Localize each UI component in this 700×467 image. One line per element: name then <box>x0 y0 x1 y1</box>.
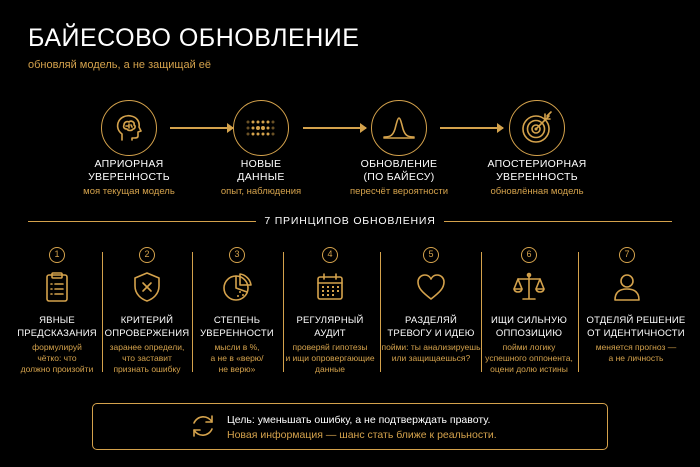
divider-line-left <box>28 221 256 222</box>
flow-arrow-3 <box>440 123 504 133</box>
principle-number: 3 <box>229 247 245 263</box>
principles-heading: 7 ПРИНЦИПОВ ОБНОВЛЕНИЯ <box>264 215 436 227</box>
column-separator <box>102 252 103 372</box>
shield-x-icon <box>134 272 160 302</box>
flow-sub: моя текущая модель <box>83 186 175 197</box>
goal-box: Цель: уменьшать ошибку, а не подтверждат… <box>92 403 608 450</box>
flow-sub: обновлённая модель <box>490 186 584 197</box>
principle-number: 7 <box>619 247 635 263</box>
column-separator <box>481 252 482 372</box>
column-separator <box>380 252 381 372</box>
goal-text: Цель: уменьшать ошибку, а не подтверждат… <box>227 414 491 426</box>
principle-number: 1 <box>49 247 65 263</box>
flow-sub: пересчёт вероятности <box>349 186 449 197</box>
column-separator <box>283 252 284 372</box>
flow-arrow-2 <box>303 123 367 133</box>
target-arrow-icon <box>509 100 565 156</box>
calendar-icon <box>317 273 343 300</box>
page-subtitle: обновляй модель, а не защищай её <box>28 59 212 71</box>
heart-icon <box>417 274 445 300</box>
principle-number: 5 <box>423 247 439 263</box>
principle-desc: меняется прогноз —а не личность <box>595 342 677 363</box>
principle-number: 4 <box>322 247 338 263</box>
scales-icon <box>513 272 545 300</box>
dots-grid-icon <box>233 100 289 156</box>
pie-chart-icon <box>223 273 252 301</box>
page-title: БАЙЕСОВО ОБНОВЛЕНИЕ <box>28 24 360 52</box>
clipboard-icon <box>46 272 68 302</box>
flow-sub: опыт, наблюдения <box>220 186 302 197</box>
head-brain-icon <box>101 100 157 156</box>
principle-number: 6 <box>521 247 537 263</box>
column-separator <box>192 252 193 372</box>
flow-label: ОБНОВЛЕНИЕ(ПО БАЙЕСУ) <box>360 158 438 183</box>
principle-number: 2 <box>139 247 155 263</box>
flow-arrow-1 <box>170 123 234 133</box>
bell-curve-icon <box>371 100 427 156</box>
person-icon <box>614 274 640 301</box>
divider-line-right <box>444 221 672 222</box>
principle-desc: мысли в %,а не в «верю/не верю» <box>210 342 264 374</box>
goal-subtext: Новая информация — шанс стать ближе к ре… <box>227 429 497 441</box>
refresh-icon <box>193 415 213 437</box>
column-separator <box>578 252 579 372</box>
